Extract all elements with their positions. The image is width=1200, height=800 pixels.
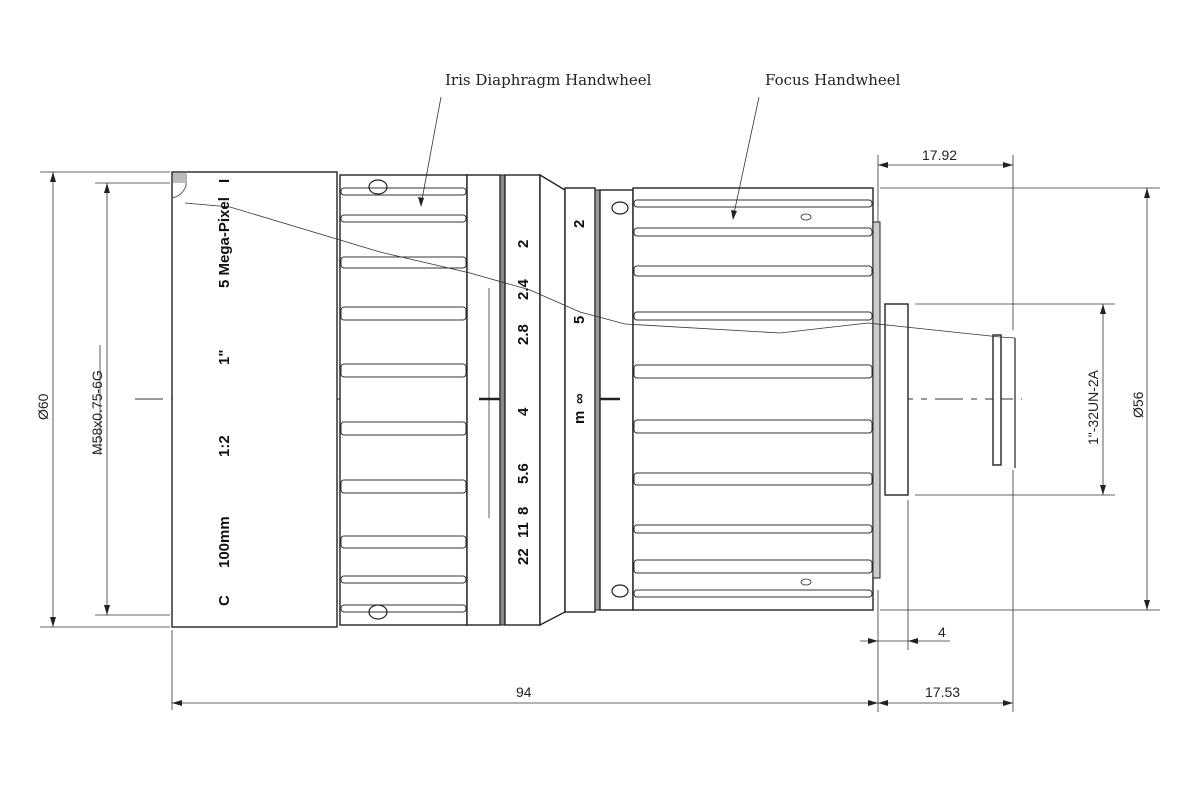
dim-mount-thread: 1"-32UN-2A <box>1085 369 1101 445</box>
focus-infinity: ∞ <box>571 393 588 404</box>
knurl-rib <box>340 535 467 549</box>
knurl-rib <box>340 214 467 223</box>
sensor-format: 1" <box>216 350 233 365</box>
dim-rear-diameter: Ø56 <box>1130 391 1146 418</box>
f-stop: 11 <box>515 522 532 538</box>
rear-mount <box>872 221 1016 579</box>
knurl-rib <box>633 364 873 379</box>
knurl-rib <box>340 256 467 269</box>
knurl-rib <box>340 187 467 196</box>
knurl-rib <box>633 472 873 486</box>
f-stop: 2 <box>515 240 532 248</box>
iris-label: Iris Diaphragm Handwheel <box>445 71 652 89</box>
dim-outer-diameter: Ø60 <box>35 393 51 420</box>
f-stop: 2.8 <box>515 324 532 345</box>
knurl-rib <box>633 311 873 321</box>
light-ray <box>184 202 1016 339</box>
iris-handwheel <box>339 174 468 626</box>
f-stop: 8 <box>515 507 532 515</box>
dim-back-focus: 17.53 <box>925 684 960 700</box>
dim-flange-back: 17.92 <box>922 147 957 163</box>
knurl-rib <box>340 363 467 378</box>
ring-outline <box>339 174 468 626</box>
ring-outline <box>632 187 874 611</box>
knurl-rib <box>340 306 467 321</box>
focus-label: Focus Handwheel <box>765 71 901 89</box>
f-stop: 5.6 <box>515 463 532 484</box>
barrel-markings: C 100mm 1:2 1" 5 Mega-Pixel I 2 2.4 2.8 … <box>216 179 588 606</box>
focal-length: 100mm <box>216 516 233 568</box>
index-mark: I <box>216 179 233 183</box>
focus-distance: 2 <box>571 220 588 228</box>
knurl-rib <box>633 199 873 208</box>
knurl-rib <box>340 604 467 613</box>
focus-scale-ring <box>564 187 634 613</box>
aperture-scale-ring <box>466 173 566 627</box>
screw-icons <box>368 179 812 620</box>
focus-distance: 5 <box>571 316 588 324</box>
dimension-lines: Ø60 M58x0.75-6G 17.92 Ø56 1"-32UN-2A 4 9… <box>35 147 1160 712</box>
dim-length: 94 <box>516 684 532 700</box>
front-barrel <box>171 171 338 628</box>
knurl-rib <box>633 265 873 277</box>
focus-unit: m <box>571 411 588 424</box>
knurl-rib <box>633 419 873 434</box>
callout-focus: Focus Handwheel <box>731 71 901 220</box>
aperture-ratio: 1:2 <box>216 435 233 457</box>
knurl-rib <box>340 421 467 436</box>
callout-iris: Iris Diaphragm Handwheel <box>418 71 652 207</box>
knurl-rib <box>633 227 873 237</box>
resolution: 5 Mega-Pixel <box>216 197 233 288</box>
dim-front-thread: M58x0.75-6G <box>89 370 105 455</box>
focus-handwheel <box>632 187 874 611</box>
f-stop: 2.4 <box>515 278 532 300</box>
knurl-rib <box>633 589 873 598</box>
f-stop: 22 <box>515 548 532 565</box>
dim-mount-depth: 4 <box>938 624 946 640</box>
knurl-rib <box>633 559 873 574</box>
knurl-rib <box>340 479 467 494</box>
knurl-rib <box>340 575 467 584</box>
knurl-rib <box>633 524 873 534</box>
f-stop: 4 <box>515 407 532 416</box>
mount-type: C <box>216 595 233 606</box>
